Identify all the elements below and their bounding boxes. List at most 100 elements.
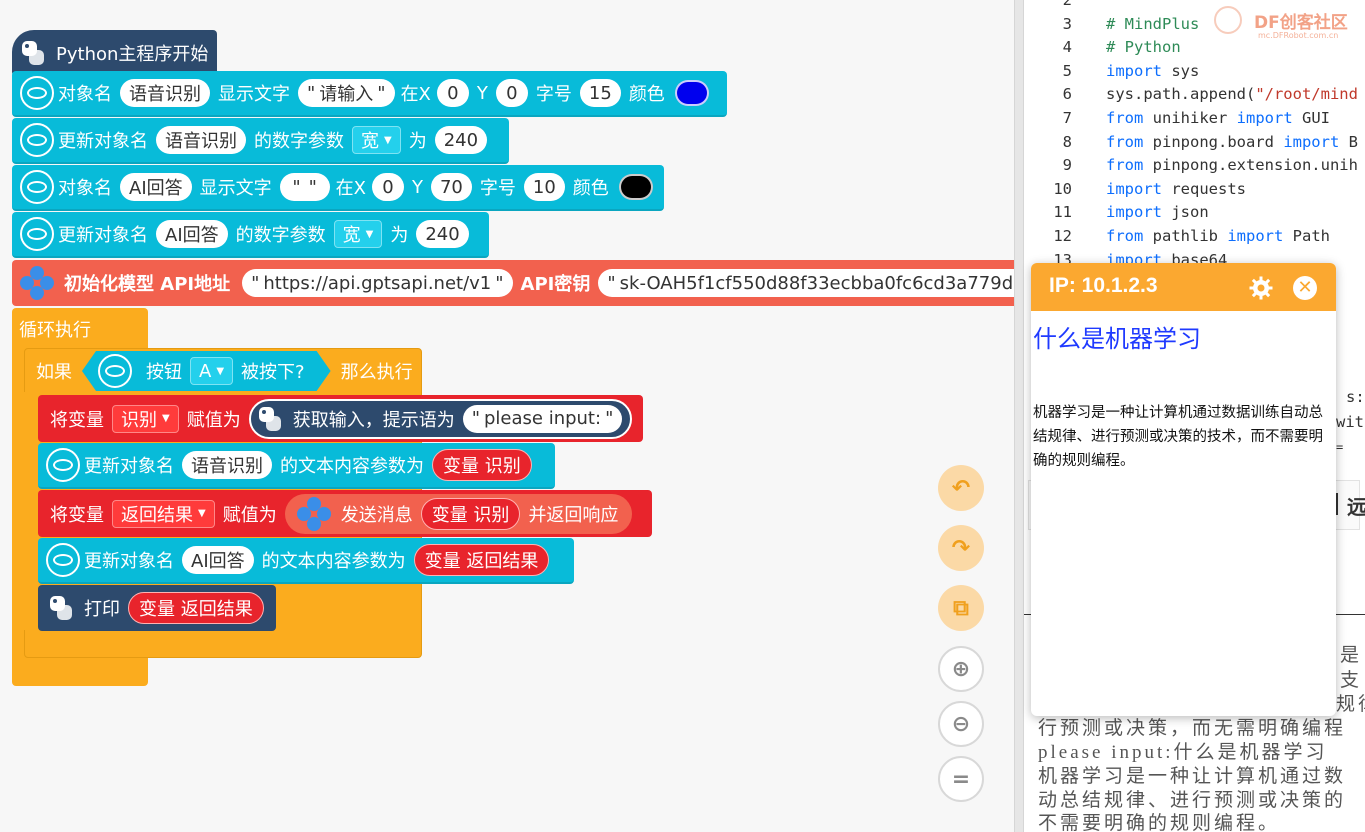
variable-dropdown[interactable]: 返回结果▼ (112, 499, 215, 528)
font-size-input[interactable]: 15 (579, 79, 621, 107)
update-text-param-block-2[interactable]: 更新对象名 AI回答 的文本内容参数为 变量 返回结果 (38, 538, 574, 584)
update-object-label: 更新对象名 (58, 131, 148, 152)
param-dropdown[interactable]: 宽▼ (333, 220, 383, 248)
display-text-input[interactable] (279, 173, 330, 201)
code-keyword: import (1236, 109, 1293, 127)
api-key-input[interactable]: sk-OAH5f1cf550d88f33ecbba0fc6cd3a779d2 (598, 269, 1014, 297)
y-label: Y (476, 82, 488, 104)
assign-label: 赋值为 (222, 504, 277, 526)
print-label: 打印 (84, 599, 120, 620)
close-icon[interactable]: ✕ (1293, 276, 1317, 300)
color-swatch[interactable] (618, 174, 653, 200)
line-number: 5 (1062, 61, 1072, 80)
line-number: 9 (1062, 156, 1072, 175)
terminal-peek-1: 是 (1340, 645, 1363, 666)
font-size-label: 字号 (535, 84, 572, 105)
update-object-label: 更新对象名 (58, 225, 148, 246)
api-key-label: API密钥 (520, 274, 591, 295)
variable-dropdown[interactable]: 识别▼ (112, 404, 179, 433)
create-text-object-block-1[interactable]: 对象名 语音识别 显示文字 请输入 在X 0 Y 0 字号 15 颜色 (12, 71, 727, 117)
code-text: # Python (1106, 36, 1181, 60)
code-keyword: import (1283, 132, 1340, 151)
code-keyword: from (1106, 227, 1144, 245)
get-input-reporter[interactable]: 获取输入，提示语为 please input: (248, 398, 633, 439)
update-number-param-block-1[interactable]: 更新对象名 语音识别 的数字参数 宽▼ 为 240 (12, 118, 509, 164)
text-param-label: 的文本内容参数为 (280, 456, 424, 477)
assign-label: 赋值为 (186, 409, 241, 431)
param-dropdown[interactable]: 宽▼ (352, 126, 401, 154)
chevron-down-icon: ▼ (216, 365, 225, 377)
param-dropdown-value: 宽 (342, 225, 361, 246)
dfrobot-watermark: DF创客社区 mc.DFRobot.com.cn (1210, 4, 1365, 44)
x-input[interactable]: 0 (371, 173, 404, 201)
send-message-reporter[interactable]: 发送消息 变量 识别 并返回响应 (284, 493, 633, 534)
y-input[interactable]: 0 (495, 79, 528, 107)
forever-loop-label: 循环执行 (19, 320, 91, 341)
set-variable-block-2[interactable]: 将变量 返回结果▼ 赋值为 发送消息 变量 识别 并返回响应 (38, 490, 652, 537)
set-variable-block-1[interactable]: 将变量 识别▼ 赋值为 获取输入，提示语为 please input: (38, 395, 643, 442)
code-text: # MindPlus (1106, 13, 1199, 37)
terminal-tab-label[interactable]: 远 (1347, 495, 1365, 519)
code-token: pinpong.extension.unih (1143, 156, 1358, 175)
line-number: 4 (1062, 38, 1072, 57)
screen-answer-text: 机器学习是一种让计算机通过数据训练自动总结规律、进行预测或决策的技术，而不需要明… (1033, 405, 1323, 469)
print-block[interactable]: 打印 变量 返回结果 (38, 585, 276, 631)
code-token: unihiker (1143, 109, 1237, 127)
y-input[interactable]: 70 (430, 173, 472, 201)
code-keyword: from (1106, 109, 1144, 127)
x-label: 在X (400, 84, 431, 105)
chevron-down-icon: ▼ (365, 228, 374, 240)
variable-reporter[interactable]: 变量 识别 (432, 449, 532, 481)
object-name-input[interactable]: 语音识别 (156, 126, 246, 154)
display-text-input[interactable]: 请输入 (298, 79, 395, 107)
prompt-input[interactable]: please input: (462, 404, 623, 433)
code-keyword: from (1106, 156, 1144, 175)
reset-zoom-icon[interactable]: = (938, 756, 984, 802)
zoom-out-icon[interactable]: ⊖ (938, 701, 984, 747)
button-pressed-condition[interactable]: 按钮 A▼ 被按下? (82, 351, 331, 391)
code-keyword: import (1106, 179, 1162, 198)
update-object-label: 更新对象名 (84, 456, 174, 477)
variable-reporter[interactable]: 变量 返回结果 (413, 544, 550, 576)
code-token: pinpong.board (1143, 132, 1284, 151)
redo-icon[interactable]: ↷ (938, 525, 984, 571)
if-label: 如果 (36, 362, 72, 383)
object-name-input[interactable]: AI回答 (120, 173, 192, 201)
font-size-input[interactable]: 10 (523, 173, 565, 201)
crop-icon[interactable]: ⧉ (938, 585, 984, 631)
undo-icon[interactable]: ↶ (938, 465, 984, 511)
color-swatch[interactable] (674, 80, 709, 106)
gear-icon[interactable] (1249, 276, 1273, 300)
create-text-object-block-2[interactable]: 对象名 AI回答 显示文字 在X 0 Y 70 字号 10 颜色 (12, 165, 664, 211)
show-text-label: 显示文字 (199, 178, 272, 199)
code-peek-text: s:/ (1346, 388, 1365, 406)
variable-dropdown-value: 返回结果 (121, 504, 193, 526)
variable-reporter[interactable]: 变量 识别 (420, 497, 521, 530)
text-param-label: 的文本内容参数为 (261, 551, 406, 572)
line-number: 10 (1053, 179, 1072, 198)
api-url-input[interactable]: https://api.gptsapi.net/v1 (242, 269, 513, 297)
python-start-hat-block[interactable]: Python主程序开始 (12, 30, 217, 76)
update-text-param-block-1[interactable]: 更新对象名 语音识别 的文本内容参数为 变量 识别 (38, 443, 555, 489)
code-token: GUI (1292, 109, 1330, 127)
param-value-input[interactable]: 240 (416, 220, 469, 248)
param-value-input[interactable]: 240 (434, 126, 488, 154)
terminal-line: 行预测或决策，而无需明确编程 (1038, 718, 1347, 739)
object-name-input[interactable]: AI回答 (156, 220, 228, 248)
object-name-label: 对象名 (58, 178, 112, 199)
init-model-block[interactable]: 初始化模型 API地址 https://api.gptsapi.net/v1 A… (12, 260, 1014, 306)
zoom-in-icon[interactable]: ⊕ (938, 646, 984, 692)
panel-splitter[interactable] (1014, 0, 1024, 832)
object-name-input[interactable]: 语音识别 (120, 79, 210, 107)
set-variable-label: 将变量 (50, 409, 104, 431)
blocks-workspace[interactable]: Python主程序开始 对象名 语音识别 显示文字 请输入 在X 0 Y 0 字… (0, 0, 1014, 832)
code-text: from pathlib import Path (1106, 225, 1330, 249)
button-dropdown[interactable]: A▼ (190, 357, 233, 385)
object-name-input[interactable]: AI回答 (182, 546, 254, 574)
chevron-down-icon: ▼ (384, 134, 392, 146)
update-number-param-block-2[interactable]: 更新对象名 AI回答 的数字参数 宽▼ 为 240 (12, 212, 489, 258)
terminal-line: 不需要明确的规则编程。 (1038, 813, 1281, 832)
x-input[interactable]: 0 (436, 79, 469, 107)
object-name-input[interactable]: 语音识别 (182, 451, 272, 479)
variable-reporter[interactable]: 变量 返回结果 (128, 592, 264, 624)
